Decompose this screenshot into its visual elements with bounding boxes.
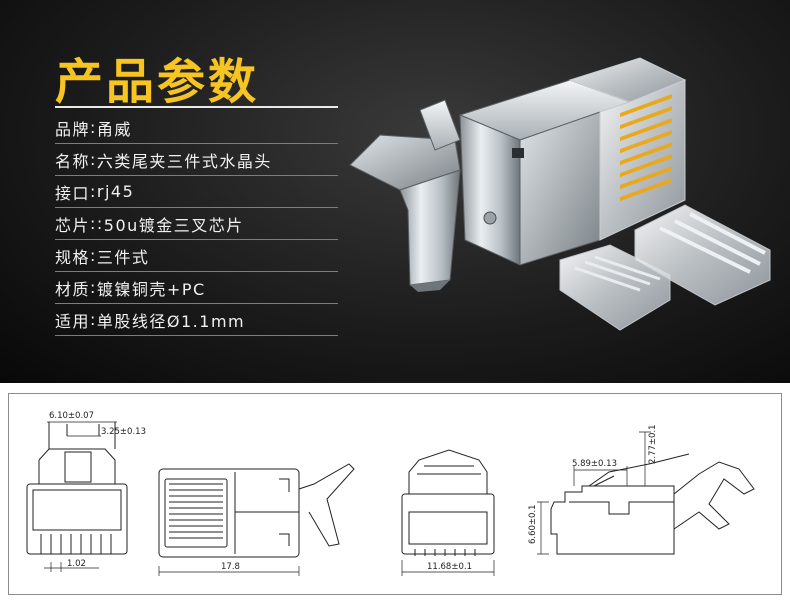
drawing-canvas: 6.10±0.07 3.25±0.13 1.02 17.8 11.68±0.1 …: [26, 411, 755, 576]
title-divider: [55, 106, 338, 108]
spec-label: 芯片: [55, 215, 91, 235]
spec-value: 镀镍铜壳+PC: [96, 279, 206, 299]
dim-latch-height: 2.77±0.1: [648, 424, 658, 464]
spec-label: 适用: [55, 311, 91, 331]
spec-row-spec: 规格: 三件式: [55, 240, 338, 272]
view-rear-face: [401, 449, 495, 576]
dim-width: 11.68±0.1: [427, 562, 472, 572]
dim-length: 17.8: [221, 562, 240, 572]
dim-latch: 5.89±0.13: [572, 459, 617, 469]
view-side-length: [158, 463, 355, 576]
spec-separator: :: [90, 182, 97, 201]
technical-drawing: 6.10±0.07 3.25±0.13 1.02 17.8 11.68±0.1 …: [8, 393, 782, 595]
spec-value: 六类尾夹三件式水晶头: [96, 151, 272, 171]
dim-front-inner: 3.25±0.13: [101, 427, 146, 437]
loose-insert-front: [559, 244, 671, 331]
view-profile: [537, 431, 755, 555]
view-front-face: [26, 421, 128, 572]
spec-value: rj45: [96, 182, 135, 201]
spec-separator: :: [90, 278, 97, 297]
spec-value: 单股线径Ø1.1mm: [96, 311, 246, 331]
spec-row-brand: 品牌:甬威: [55, 112, 338, 144]
page-title: 产品参数: [55, 54, 260, 110]
spec-value: 三件式: [96, 247, 150, 267]
spec-label: 材质: [55, 279, 91, 299]
spec-separator: :: [90, 310, 97, 329]
front-pins: [40, 534, 112, 554]
spec-label: 品牌: [55, 119, 91, 139]
spec-value: 50u镀金三叉芯片: [103, 215, 244, 235]
tail-clip: [349, 99, 461, 292]
dim-pin-pitch: 1.02: [67, 559, 86, 569]
spec-row-name: 名称: 六类尾夹三件式水晶头: [55, 144, 338, 176]
spec-label: 接口: [55, 183, 91, 203]
spec-row-interface: 接口: rj45: [55, 176, 338, 208]
product-banner: 产品参数 品牌:甬威 名称: 六类尾夹三件式水晶头 接口: rj45 芯片:: …: [0, 0, 790, 383]
spec-separator: ::: [90, 214, 104, 233]
spec-value: 甬威: [96, 119, 132, 139]
gold-pins: [620, 94, 672, 202]
spec-separator: :: [90, 150, 97, 169]
spec-label: 规格: [55, 247, 91, 267]
dim-height: 6.60±0.1: [528, 504, 538, 544]
loose-insert-rear: [634, 204, 771, 306]
product-illustration: [349, 57, 771, 331]
spec-label: 名称: [55, 151, 91, 171]
plastic-head: [568, 57, 687, 241]
spec-row-material: 材质: 镀镍铜壳+PC: [55, 272, 338, 304]
spec-row-chip: 芯片:: 50u镀金三叉芯片: [55, 208, 338, 240]
spec-separator: :: [90, 118, 97, 137]
spec-list: 品牌:甬威 名称: 六类尾夹三件式水晶头 接口: rj45 芯片:: 50u镀金…: [55, 112, 338, 336]
spec-row-applicable: 适用: 单股线径Ø1.1mm: [55, 304, 338, 336]
dim-front-width: 6.10±0.07: [49, 411, 94, 421]
spec-separator: :: [90, 246, 97, 265]
metal-shield: [458, 79, 632, 266]
